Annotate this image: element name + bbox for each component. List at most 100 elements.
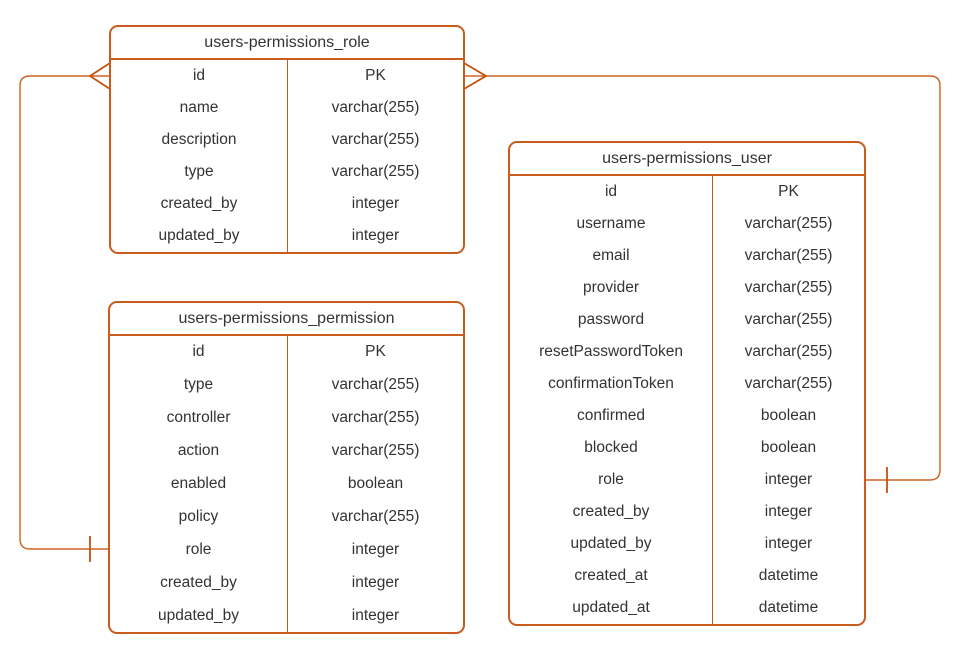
table-rows: id PK name varchar(255) description varc…	[111, 60, 463, 252]
field-name: resetPasswordToken	[510, 336, 713, 368]
field-type: varchar(255)	[331, 99, 420, 116]
field-name: role	[510, 464, 713, 496]
table-row: type varchar(255)	[110, 368, 463, 402]
table-rows: id PK username varchar(255) email varcha…	[510, 176, 864, 624]
table-rows: id PK type varchar(255) controller varch…	[110, 336, 463, 633]
field-type: varchar(255)	[744, 311, 833, 328]
field-type: PK	[778, 183, 799, 200]
field-name: name	[111, 92, 288, 124]
table-row: email varchar(255)	[510, 240, 864, 272]
table-row: action varchar(255)	[110, 434, 463, 468]
table-row: id PK	[111, 60, 463, 92]
field-name: enabled	[110, 467, 288, 501]
field-type: boolean	[760, 407, 817, 424]
relationship-role-user	[463, 62, 941, 493]
field-name: id	[111, 60, 288, 92]
table-row: confirmationToken varchar(255)	[510, 368, 864, 400]
field-type: boolean	[347, 475, 404, 492]
field-name: updated_by	[110, 599, 288, 633]
table-row: resetPasswordToken varchar(255)	[510, 336, 864, 368]
field-name: created_at	[510, 560, 713, 592]
field-type: integer	[351, 540, 400, 558]
field-type: integer	[351, 227, 400, 244]
relationship-line	[464, 75, 941, 481]
field-name: confirmationToken	[510, 368, 713, 400]
field-type: varchar(255)	[331, 131, 420, 148]
field-name: updated_by	[111, 220, 288, 252]
field-name: updated_by	[510, 528, 713, 560]
table-row: name varchar(255)	[111, 92, 463, 124]
field-name: controller	[110, 401, 288, 435]
field-type: varchar(255)	[331, 376, 420, 394]
table-row: id PK	[110, 336, 463, 369]
field-name: description	[111, 124, 288, 156]
field-type: integer	[764, 503, 813, 520]
field-type: varchar(255)	[744, 279, 833, 296]
table-title: users-permissions_user	[510, 143, 864, 176]
table-row: created_by integer	[510, 496, 864, 528]
field-name: id	[110, 336, 288, 369]
table-row: updated_by integer	[111, 220, 463, 252]
field-name: email	[510, 240, 713, 272]
table-row: confirmed boolean	[510, 400, 864, 432]
table-row: password varchar(255)	[510, 304, 864, 336]
entity-table-user: users-permissions_user id PK username va…	[508, 141, 866, 626]
field-type: PK	[365, 67, 386, 84]
field-type: integer	[351, 606, 400, 624]
field-name: blocked	[510, 432, 713, 464]
field-name: action	[110, 434, 288, 468]
field-type: varchar(255)	[331, 442, 420, 460]
table-title: users-permissions_permission	[110, 303, 463, 336]
field-type: integer	[351, 573, 400, 591]
field-type: integer	[351, 195, 400, 212]
table-row: blocked boolean	[510, 432, 864, 464]
field-name: password	[510, 304, 713, 336]
field-type: integer	[764, 471, 813, 488]
table-row: updated_by integer	[110, 599, 463, 633]
table-row: controller varchar(255)	[110, 401, 463, 435]
table-row: updated_at datetime	[510, 592, 864, 624]
field-name: username	[510, 208, 713, 240]
field-name: id	[510, 176, 713, 208]
field-name: type	[111, 156, 288, 188]
field-type: datetime	[758, 599, 819, 616]
table-row: role integer	[110, 533, 463, 567]
table-row: type varchar(255)	[111, 156, 463, 188]
relationship-line	[19, 75, 110, 550]
table-row: description varchar(255)	[111, 124, 463, 156]
table-row: id PK	[510, 176, 864, 208]
field-name: confirmed	[510, 400, 713, 432]
table-row: policy varchar(255)	[110, 500, 463, 534]
field-type: integer	[764, 535, 813, 552]
table-row: created_by integer	[111, 188, 463, 220]
field-type: varchar(255)	[331, 163, 420, 180]
table-row: updated_by integer	[510, 528, 864, 560]
table-title: users-permissions_role	[111, 27, 463, 60]
entity-table-permission: users-permissions_permission id PK type …	[108, 301, 465, 635]
table-row: role integer	[510, 464, 864, 496]
field-name: policy	[110, 500, 288, 534]
relationship-role-permission	[19, 62, 111, 562]
field-type: varchar(255)	[744, 375, 833, 392]
crows-foot-many-icon	[88, 62, 111, 90]
field-type: varchar(255)	[744, 343, 833, 360]
table-row: created_at datetime	[510, 560, 864, 592]
field-name: type	[110, 368, 288, 402]
table-row: provider varchar(255)	[510, 272, 864, 304]
field-type: datetime	[758, 567, 819, 584]
field-type: varchar(255)	[744, 247, 833, 264]
field-name: created_by	[110, 566, 288, 600]
field-type: varchar(255)	[331, 409, 420, 427]
crows-foot-many-icon	[463, 62, 488, 90]
table-row: enabled boolean	[110, 467, 463, 501]
field-name: created_by	[510, 496, 713, 528]
field-name: updated_at	[510, 592, 713, 624]
entity-table-role: users-permissions_role id PK name varcha…	[109, 25, 465, 254]
field-name: created_by	[111, 188, 288, 220]
field-type: varchar(255)	[744, 215, 833, 232]
table-row: username varchar(255)	[510, 208, 864, 240]
field-name: role	[110, 533, 288, 567]
table-row: created_by integer	[110, 566, 463, 600]
